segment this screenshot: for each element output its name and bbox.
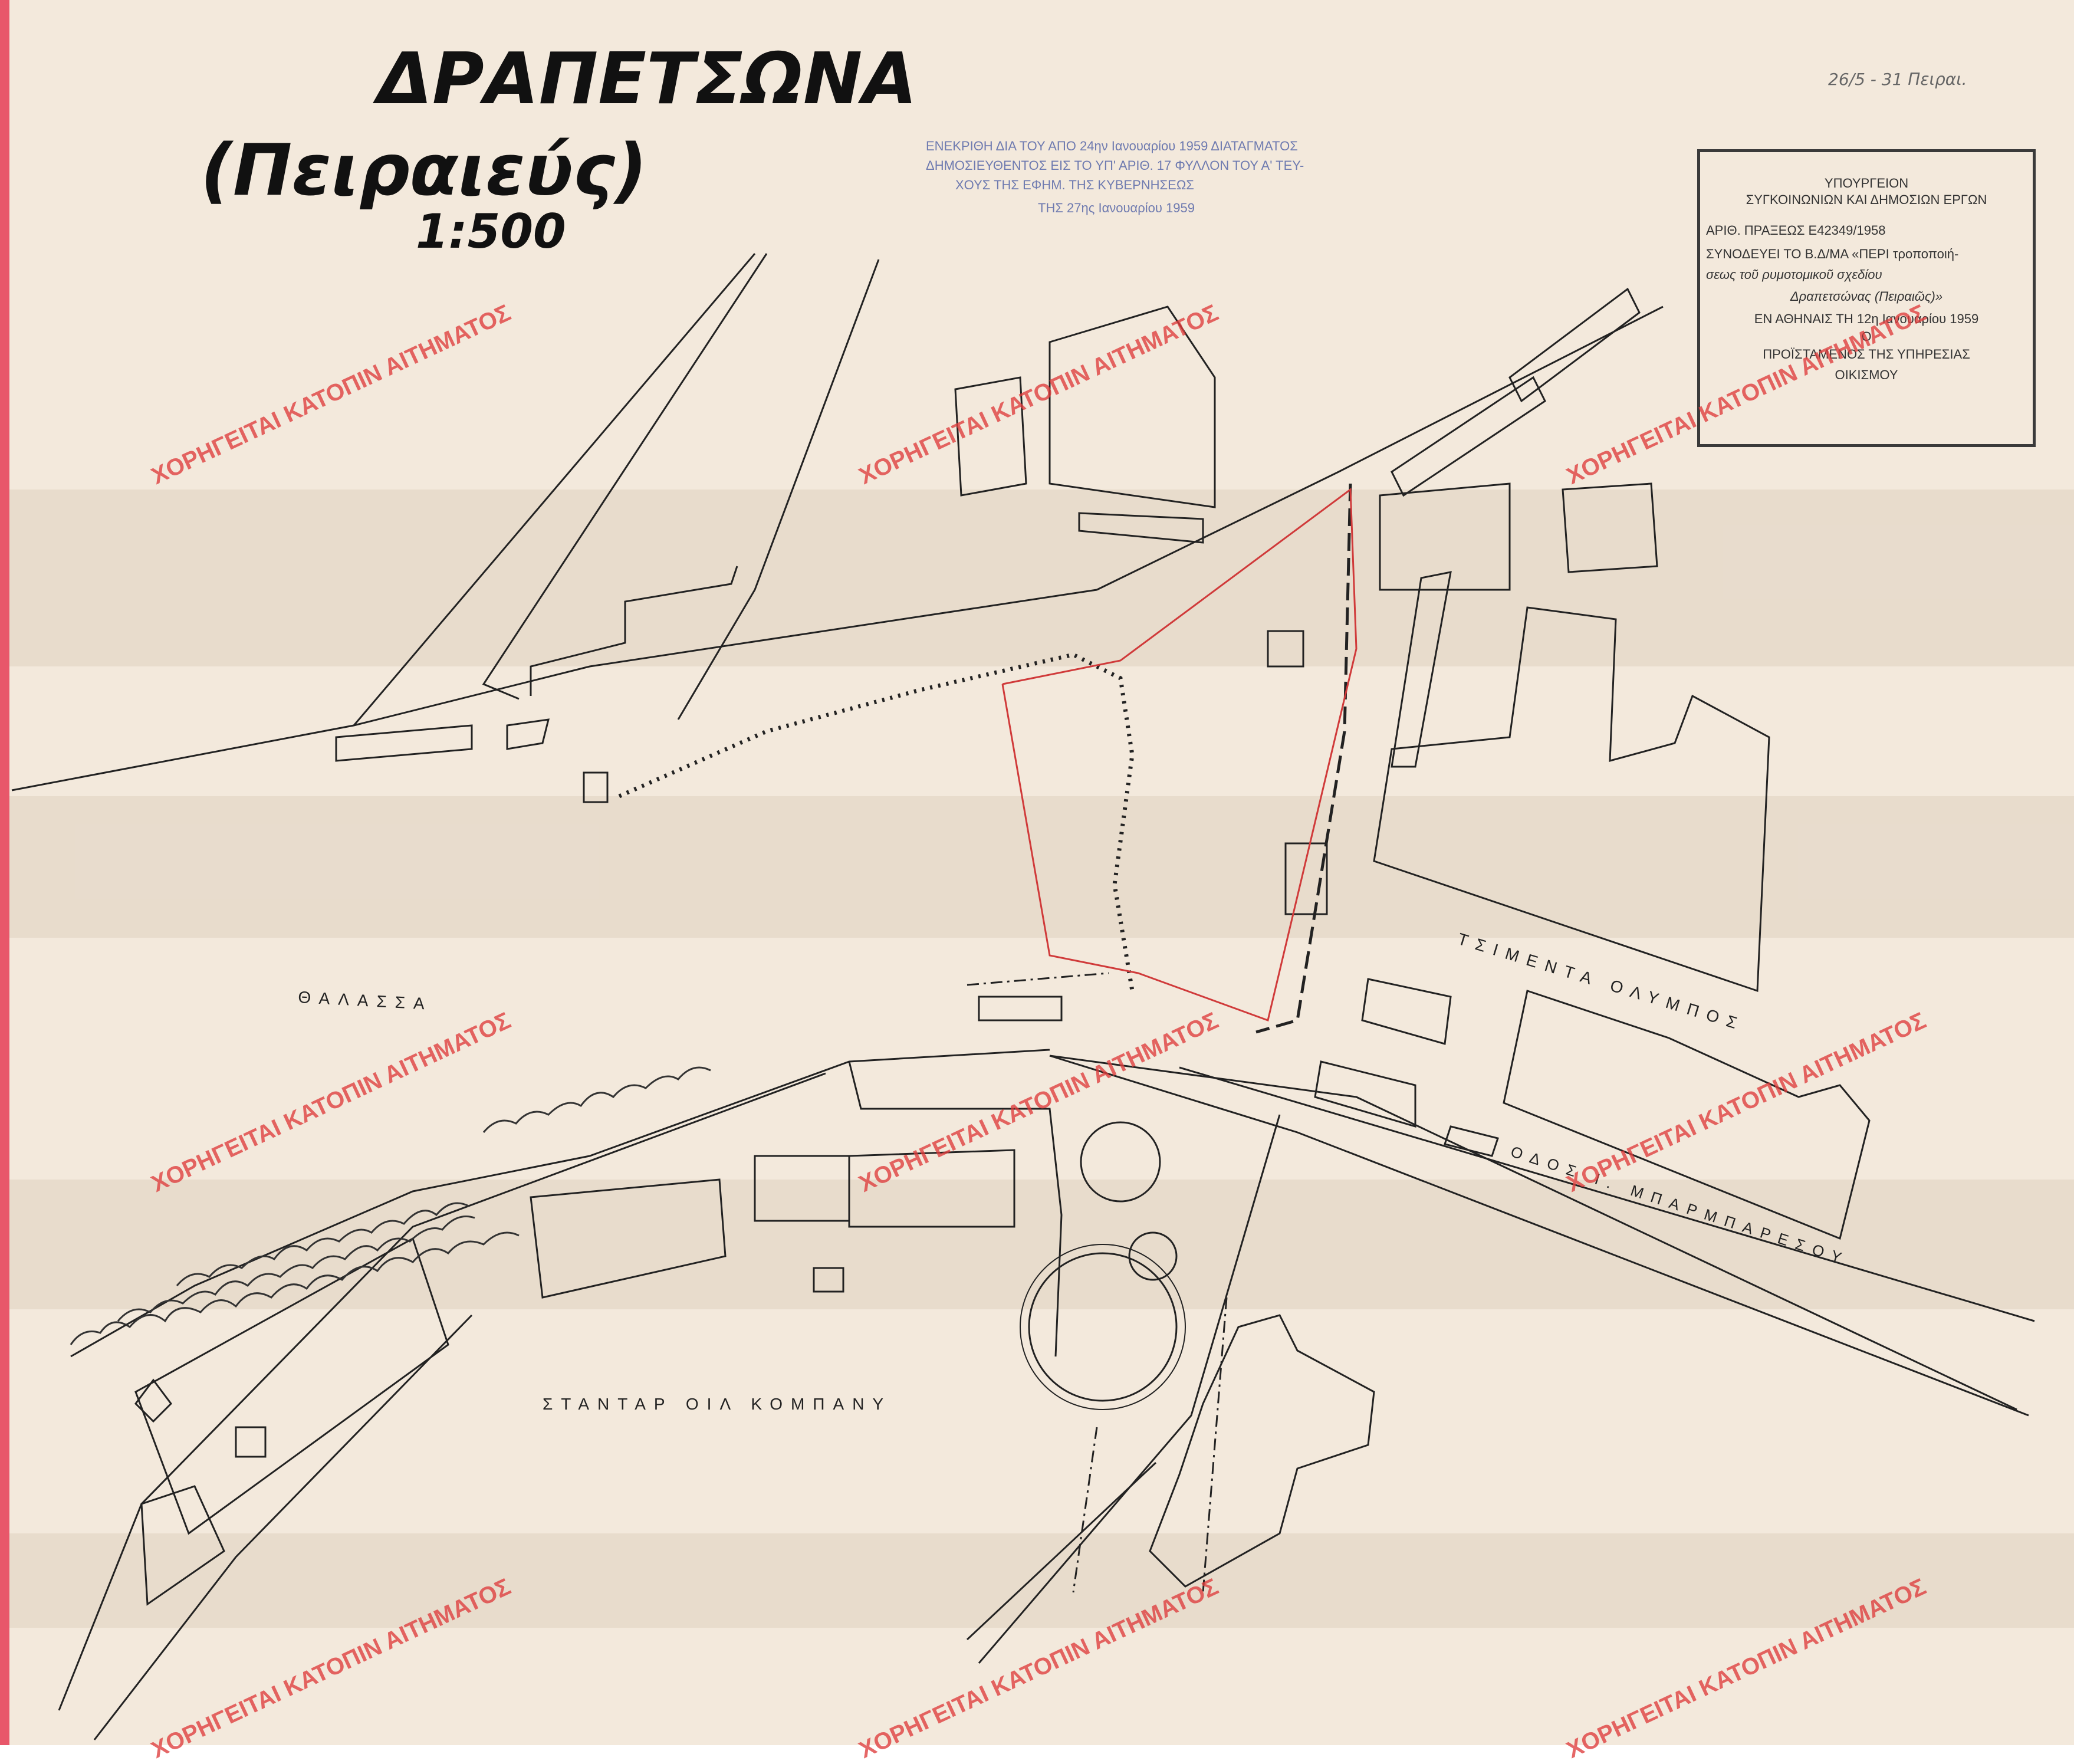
ministry-stamp-line5: σεως τοῦ ρυμοτομικοῦ σχεδίου (1706, 267, 1882, 282)
block-sw-1 (134, 1237, 449, 1535)
dash-dot-line-south2 (1072, 1427, 1098, 1593)
storage-tank-large-outline (1020, 1244, 1186, 1410)
approval-stamp-line1: ΕΝΕΚΡΙΘΗ ΔΙΑ ΤΟΥ ΑΠΟ 24ην Ιανουαρίου 195… (926, 139, 1298, 153)
dashed-boundary-east (1255, 483, 1352, 1034)
storage-tank-mid (1080, 1121, 1161, 1203)
block-east-3 (1391, 571, 1452, 768)
red-boundary-line (1001, 488, 1358, 1021)
sheet-left-edge (0, 0, 9, 1745)
storage-tank-large (1028, 1252, 1178, 1402)
map-scale: 1:500 (416, 204, 566, 259)
ministry-stamp-line6: Δραπετσώνας (Πειραιῶς)» (1790, 289, 1943, 304)
block-upper-right-strip (1391, 376, 1546, 497)
ministry-stamp-line8: Ο (1861, 329, 1872, 344)
approval-stamp-line4: ΤΗΣ 27ης Ιανουαρίου 1959 (1038, 201, 1195, 215)
shore-line-2 (848, 1061, 1063, 1357)
ministry-stamp-line4: ΣΥΝΟΔΕΥΕΙ ΤΟ Β.Δ/ΜΑ «ΠΕΡΙ τροποποιή- (1706, 247, 1959, 261)
road-east-long (1049, 1055, 2017, 1411)
road-upper-left-edge2 (353, 253, 756, 726)
block-east-1 (1379, 482, 1511, 591)
shore-line (70, 1049, 1050, 1358)
block-south-4 (530, 1178, 727, 1299)
dash-dot-line (967, 972, 1109, 986)
label-sea: ΘΑΛΑΣΣΑ (298, 988, 433, 1013)
block-south-2 (848, 1149, 1015, 1228)
road-northwest (11, 306, 1664, 791)
block-south-5 (978, 996, 1063, 1021)
approval-stamp-line3: ΧΟΥΣ ΤΗΣ ΕΦΗΜ. ΤΗΣ ΚΥΒΕΡΝΗΣΕΩΣ (955, 178, 1194, 192)
block-south-1 (754, 1155, 850, 1222)
block-east-5 (1267, 630, 1304, 668)
block-upper-center-2 (1048, 306, 1216, 508)
ministry-stamp-line10: ΟΙΚΙΣΜΟΥ (1835, 367, 1898, 382)
block-rect-road (335, 724, 473, 762)
block-cement-3 (1444, 1125, 1499, 1157)
ministry-stamp-line3: ΑΡΙΘ. ΠΡΑΞΕΩΣ Ε42349/1958 (1706, 223, 1886, 238)
shoreline-rocks (70, 1066, 711, 1345)
approval-stamp-line2: ΔΗΜΟΣΙΕΥΘΕΝΤΟΣ ΕΙΣ ΤΟ ΥΠ' ΑΡΙΘ. 17 ΦΥΛΛΟ… (926, 158, 1304, 173)
map-subtitle: (Πειραιεύς) (201, 130, 647, 212)
block-cement-1 (1361, 978, 1452, 1045)
label-standard-oil: ΣΤΑΝΤΑΡ ΟΙΛ ΚΟΜΠΑΝΥ (543, 1395, 892, 1413)
block-south-3 (813, 1267, 844, 1293)
paper-fold-band (9, 490, 2074, 666)
road-sw-1 (58, 1072, 826, 1711)
road-east-far (1179, 1066, 2035, 1322)
ministry-stamp-line7: ΕΝ ΑΘΗΝΑΙΣ ΤΗ 12η Ιανουαρίου 1959 (1754, 311, 1979, 326)
block-east-2 (1562, 482, 1658, 573)
ministry-stamp-line2: ΣΥΓΚΟΙΝΩΝΙΩΝ ΚΑΙ ΔΗΜΟΣΙΩΝ ΕΡΓΩΝ (1746, 192, 1987, 207)
block-upper-center-1 (954, 376, 1027, 497)
block-cement-4 (1503, 990, 1871, 1240)
block-tiny (583, 771, 609, 803)
road-south-center (978, 1114, 1281, 1664)
ministry-stamp-line9: ΠΡΟΪΣΤΑΜΕΝΟΣ ΤΗΣ ΥΠΗΡΕΣΙΑΣ (1763, 347, 1970, 362)
paper-fold-band (9, 1533, 2074, 1628)
ministry-stamp-line1: ΥΠΟΥΡΓΕΙΟΝ (1824, 176, 1909, 190)
map-title: ΔΡΑΠΕΤΣΩΝΑ (373, 38, 917, 120)
road-south-diag (966, 1461, 1157, 1641)
block-east-4 (1373, 606, 1770, 993)
dotted-path-west (618, 652, 1135, 991)
dash-dot-line-south (1202, 1297, 1228, 1593)
road-upper-left-edge (482, 253, 768, 700)
corner-handwritten-note: 26/5 - 31 Πειραι. (1828, 70, 1967, 89)
block-sw-3 (134, 1378, 172, 1423)
ministry-stamp: ΥΠΟΥΡΓΕΙΟΝ ΣΥΓΚΟΙΝΩΝΙΩΝ ΚΑΙ ΔΗΜΟΣΙΩΝ ΕΡΓ… (1697, 149, 2036, 447)
block-sw-2 (235, 1426, 267, 1458)
label-cement-company: ΤΣΙΜΕΝΤΑ ΟΛΥΜΠΟΣ (1455, 929, 1747, 1034)
block-south-building (1149, 1314, 1375, 1588)
road-upper-center (677, 259, 880, 720)
block-east-6 (1284, 842, 1328, 915)
block-upper-left (530, 566, 738, 696)
road-street-lower (1049, 1055, 2029, 1417)
block-sw-4 (140, 1485, 225, 1606)
road-sw-2 (93, 1314, 473, 1740)
storage-tank-small (1128, 1231, 1178, 1281)
block-small (506, 718, 550, 750)
block-upper-center-3 (1078, 512, 1204, 544)
block-upper-right-strip2 (1508, 287, 1641, 403)
block-cement-2 (1314, 1060, 1416, 1128)
